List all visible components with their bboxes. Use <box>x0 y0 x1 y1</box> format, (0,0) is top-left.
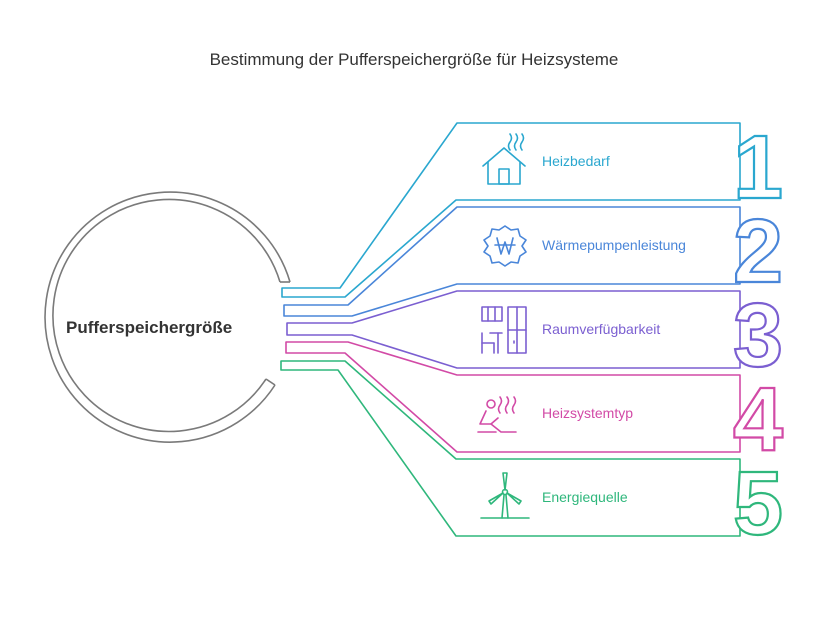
person-heater-icon <box>477 396 517 433</box>
connector-5 <box>280 360 741 537</box>
branch-number-3: 3 <box>733 286 783 386</box>
connector-2 <box>283 206 741 317</box>
hub-ring <box>44 191 291 443</box>
branch-number-4: 4 <box>733 370 783 470</box>
branch-label-2: Wärmepumpenleistung <box>542 237 686 253</box>
branch-number-5: 5 <box>733 454 783 554</box>
diagram-title: Bestimmung der Pufferspeichergröße für H… <box>209 50 619 69</box>
connector-4 <box>285 341 741 453</box>
branch-number-2: 2 <box>733 202 783 302</box>
hub-label: Pufferspeichergröße <box>66 318 233 337</box>
branch-label-3: Raumverfügbarkeit <box>542 321 661 337</box>
branch-number-1: 1 <box>733 118 783 218</box>
wind-turbine-icon <box>480 472 530 519</box>
connector-3 <box>286 290 741 369</box>
branch-label-5: Energiequelle <box>542 489 628 505</box>
room-furniture-icon <box>481 306 527 354</box>
branch-label-4: Heizsystemtyp <box>542 405 634 421</box>
house-heat-icon <box>482 133 526 185</box>
branch-label-1: Heizbedarf <box>542 153 610 169</box>
won-badge-icon <box>483 225 527 267</box>
connector-1 <box>281 122 741 298</box>
